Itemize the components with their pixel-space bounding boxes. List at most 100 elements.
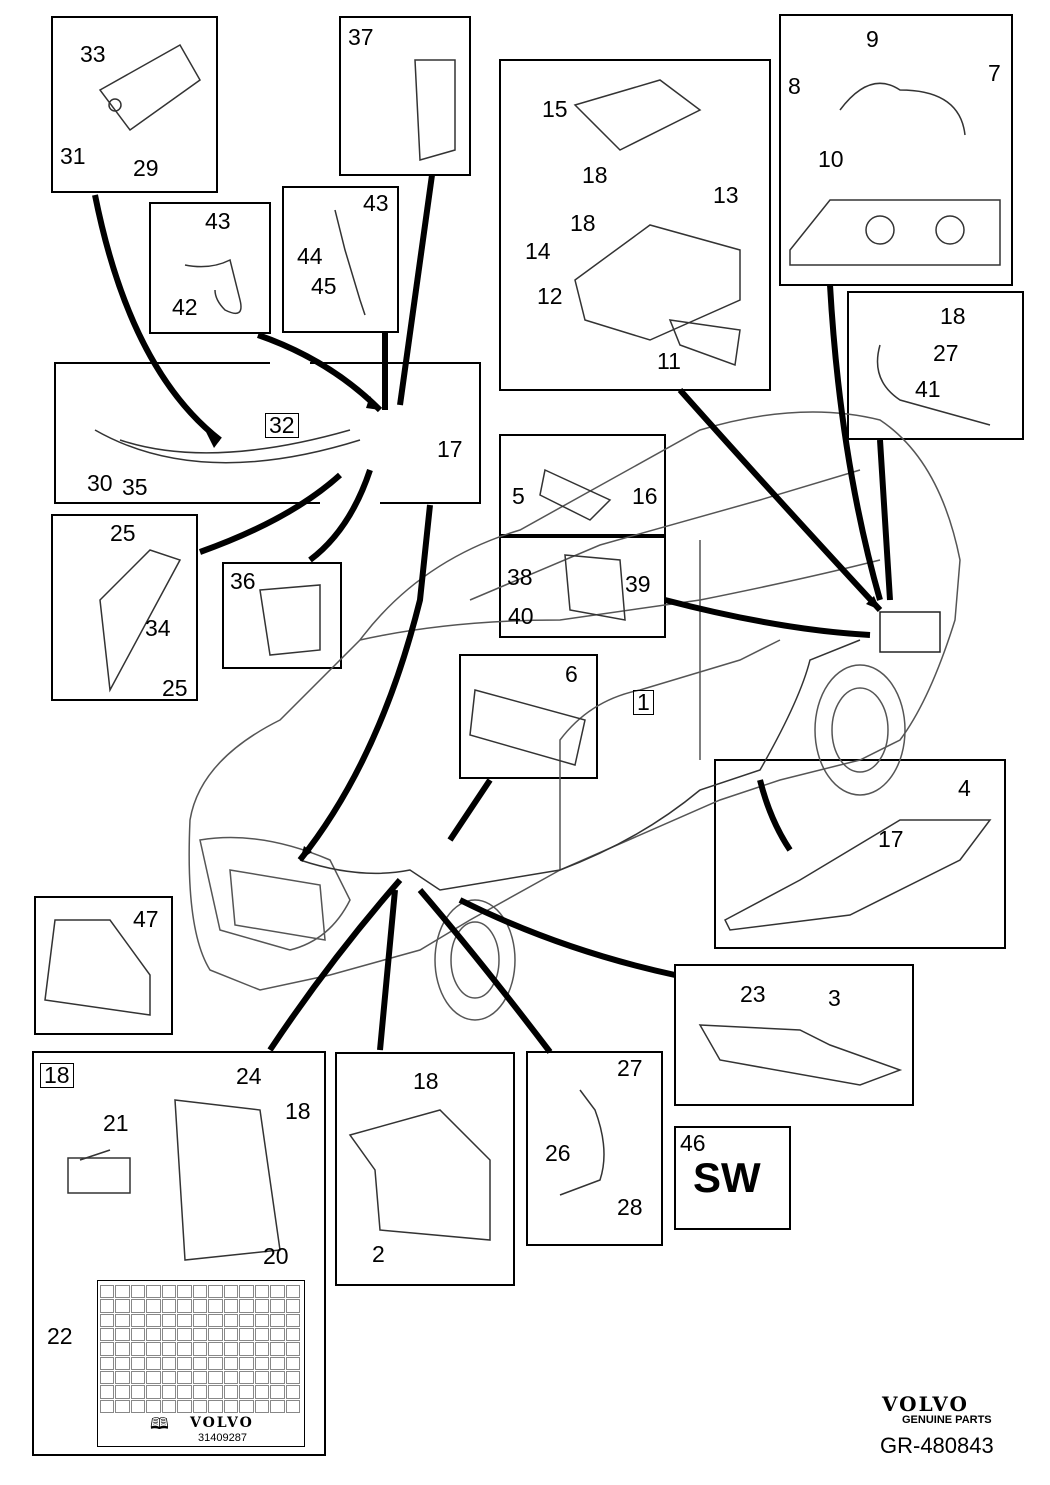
fuse-cell: [270, 1370, 285, 1385]
fuse-cell: [192, 1327, 208, 1342]
callout-34: 34: [145, 615, 171, 641]
fuse-cell: [130, 1342, 146, 1356]
fuse-cell: [100, 1356, 115, 1370]
fuse-cell: [130, 1399, 146, 1413]
fuse-cell: [161, 1385, 177, 1399]
fuse-cell: [285, 1342, 300, 1356]
callout-31: 31: [60, 143, 86, 169]
box-6: [459, 654, 598, 779]
callout-18a: 18: [582, 162, 608, 188]
fuse-cell: [177, 1299, 192, 1313]
fuse-cell: [208, 1327, 223, 1342]
fuse-cell: [254, 1299, 270, 1313]
fuse-cell: [254, 1285, 270, 1299]
fuse-cell: [161, 1327, 177, 1342]
fuse-cell: [161, 1399, 177, 1413]
callout-15: 15: [542, 96, 568, 122]
fuse-cell: [239, 1327, 254, 1342]
callout-6: 6: [565, 661, 578, 687]
fuse-card-brand: VOLVO: [190, 1415, 254, 1431]
diagram-id: GR-480843: [880, 1433, 994, 1458]
fuse-cell: [208, 1285, 223, 1299]
fuse-cell: [208, 1356, 223, 1370]
fuse-cell: [285, 1399, 300, 1413]
callout-37: 37: [348, 24, 374, 50]
fuse-cell: [177, 1285, 192, 1299]
fuse-cell: [208, 1313, 223, 1327]
fuse-cell: [254, 1356, 270, 1370]
box-44: [282, 186, 399, 333]
fuse-cell: [115, 1385, 130, 1399]
fuse-cell: [270, 1399, 285, 1413]
fuse-cell: [285, 1313, 300, 1327]
box-12: [499, 59, 771, 391]
callout-32: 32: [265, 413, 299, 438]
callout-18e: 18: [413, 1068, 439, 1094]
fuse-cell: [285, 1370, 300, 1385]
book-icon: 🕮: [150, 1416, 169, 1433]
fuse-cell: [161, 1285, 177, 1299]
sw-label: SW: [693, 1154, 761, 1201]
fuse-cell: [146, 1342, 161, 1356]
fuse-cell: [208, 1370, 223, 1385]
fuse-cell: [285, 1327, 300, 1342]
fuse-cell: [223, 1356, 239, 1370]
box-42: [149, 202, 271, 334]
fuse-cell: [223, 1313, 239, 1327]
callout-18-box: 18: [40, 1063, 74, 1088]
fuse-cell: [192, 1399, 208, 1413]
fuse-cell: [177, 1385, 192, 1399]
fuse-cell: [130, 1313, 146, 1327]
fuse-cell: [270, 1313, 285, 1327]
fuse-cell: [223, 1370, 239, 1385]
callout-18c: 18: [940, 303, 966, 329]
box-5: [499, 434, 666, 536]
fuse-cell: [239, 1356, 254, 1370]
callout-16: 16: [632, 483, 658, 509]
fuse-cell: [146, 1327, 161, 1342]
box-9: [779, 14, 1013, 286]
callout-11: 11: [657, 348, 681, 374]
callout-27b: 27: [617, 1055, 643, 1081]
fuse-cell: [161, 1313, 177, 1327]
callout-28: 28: [617, 1194, 643, 1220]
fuse-card-part-number: 31409287: [198, 1432, 247, 1444]
fuse-cell: [239, 1370, 254, 1385]
callout-30: 30: [87, 470, 113, 496]
fuse-cell: [254, 1385, 270, 1399]
fuse-cell: [270, 1299, 285, 1313]
fuse-cell: [177, 1342, 192, 1356]
fuse-cell: [192, 1356, 208, 1370]
callout-26: 26: [545, 1140, 571, 1166]
fuse-cell: [254, 1327, 270, 1342]
volvo-logo: VOLVO: [882, 1392, 969, 1416]
callout-2: 2: [372, 1241, 385, 1267]
box-34: [51, 514, 198, 701]
box-26: [526, 1051, 663, 1246]
callout-38: 38: [507, 564, 533, 590]
fuse-cell: [130, 1385, 146, 1399]
fuse-cell: [100, 1370, 115, 1385]
genuine-parts-text: GENUINE PARTS: [902, 1414, 992, 1426]
fuse-cell: [161, 1356, 177, 1370]
fuse-cell: [192, 1313, 208, 1327]
callout-46: 46: [680, 1130, 706, 1156]
callout-43b: 43: [363, 190, 389, 216]
callout-18b: 18: [570, 210, 596, 236]
fuse-cell: [130, 1285, 146, 1299]
callout-35: 35: [122, 474, 148, 500]
fuse-cell: [100, 1285, 115, 1299]
callout-17b: 17: [878, 826, 904, 852]
fuse-cell: [223, 1299, 239, 1313]
callout-4: 4: [958, 775, 971, 801]
box-33: [51, 16, 218, 193]
callout-25a: 25: [110, 520, 136, 546]
box-3: [674, 964, 914, 1106]
fuse-cell: [146, 1399, 161, 1413]
fuse-cell: [146, 1313, 161, 1327]
callout-39: 39: [625, 571, 651, 597]
callout-3: 3: [828, 985, 841, 1011]
fuse-cell: [177, 1327, 192, 1342]
fuse-cell: [192, 1342, 208, 1356]
callout-36: 36: [230, 568, 256, 594]
